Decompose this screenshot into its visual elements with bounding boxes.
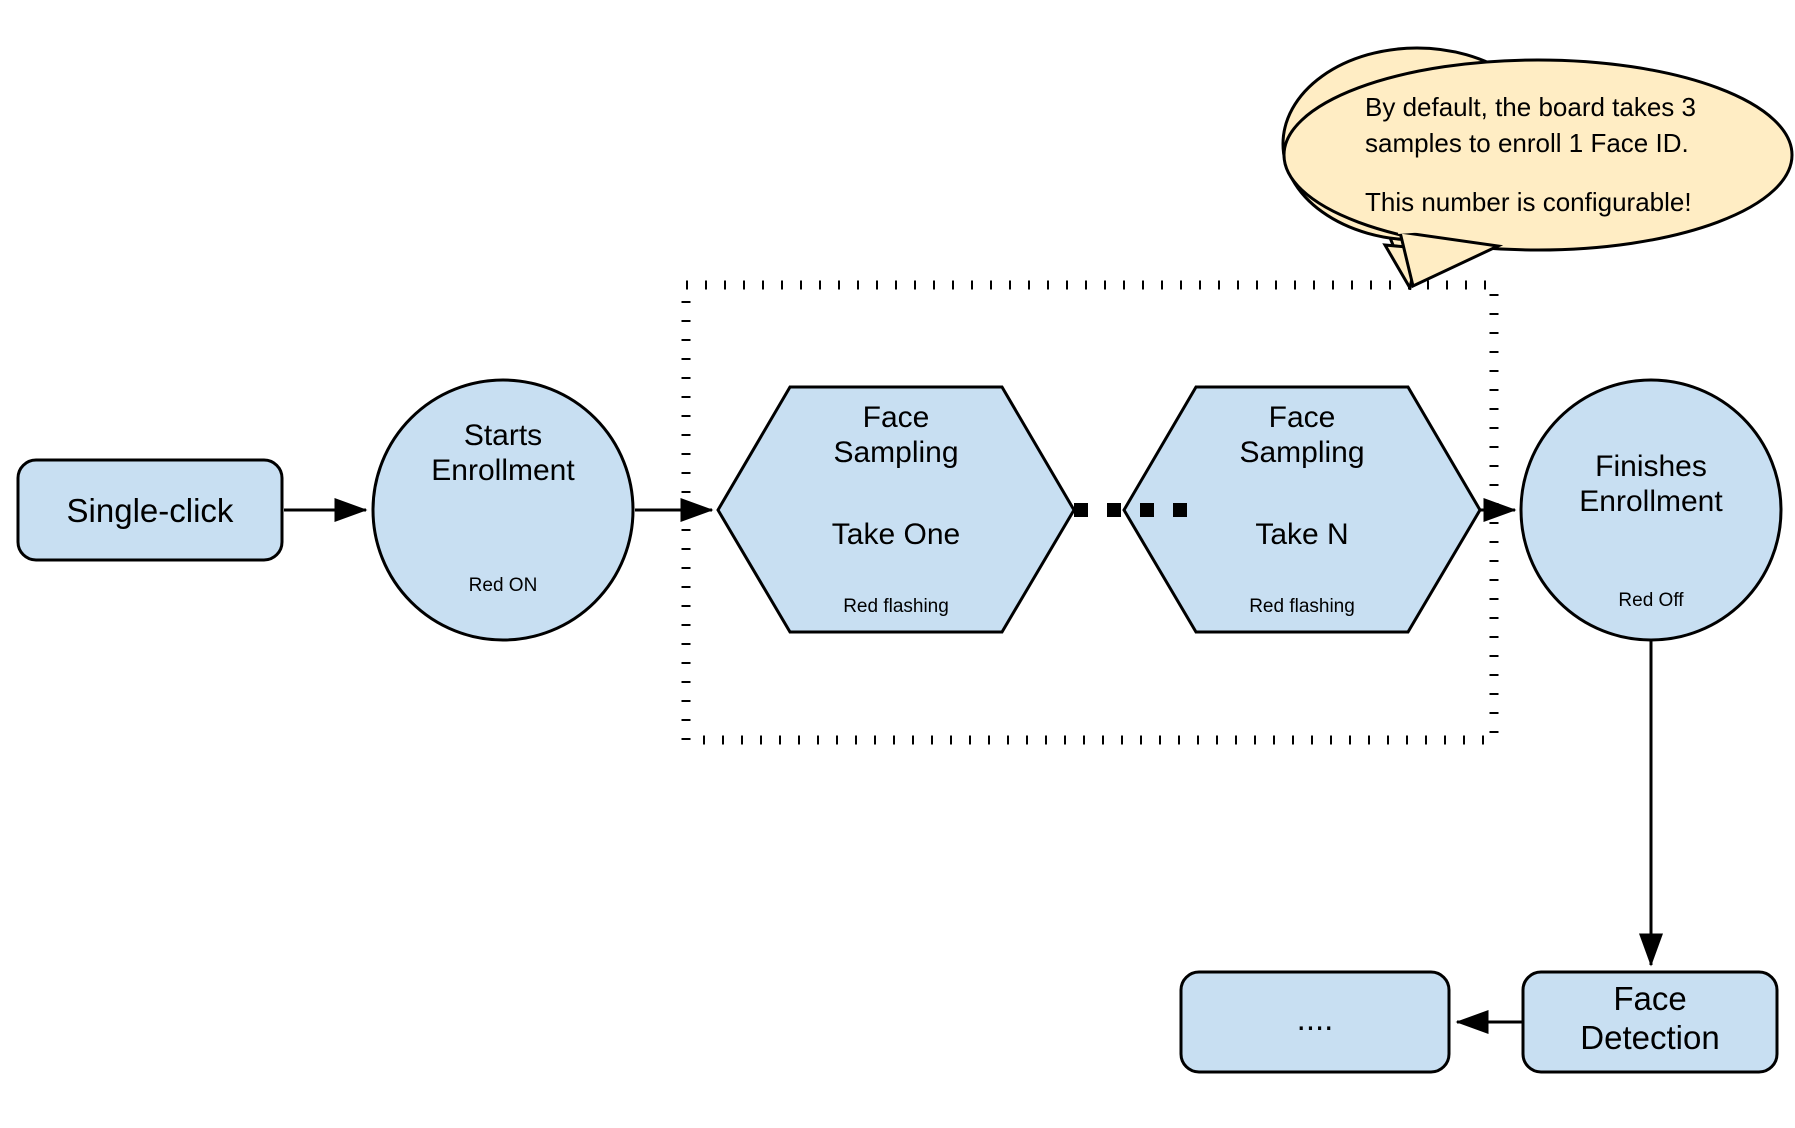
- callout-vector: [1282, 58, 1794, 290]
- starts-enrollment-node[interactable]: [373, 380, 633, 640]
- callout-line-3: This number is configurable!: [1365, 187, 1692, 217]
- finishes-enrollment-node[interactable]: [1521, 380, 1781, 640]
- starts-enrollment-shape[interactable]: [371, 378, 635, 642]
- face-sampling-n-node[interactable]: [1124, 387, 1480, 632]
- callout-ellipse: [1282, 58, 1794, 252]
- callout-tail-seam: [1397, 225, 1441, 234]
- callout-line-2: samples to enroll 1 Face ID.: [1365, 128, 1689, 158]
- face-sampling-one-node[interactable]: [718, 387, 1074, 632]
- continuation-node[interactable]: [1181, 972, 1449, 1072]
- single-click-node[interactable]: [18, 460, 282, 560]
- continuation-shape[interactable]: [1179, 970, 1451, 1074]
- callout-line-1: By default, the board takes 3: [1365, 92, 1696, 122]
- sampling-ellipsis: [1074, 503, 1187, 517]
- single-click-shape[interactable]: [16, 458, 284, 562]
- face-detection-node[interactable]: [1523, 972, 1777, 1072]
- callout-tail-shape: [1398, 230, 1504, 289]
